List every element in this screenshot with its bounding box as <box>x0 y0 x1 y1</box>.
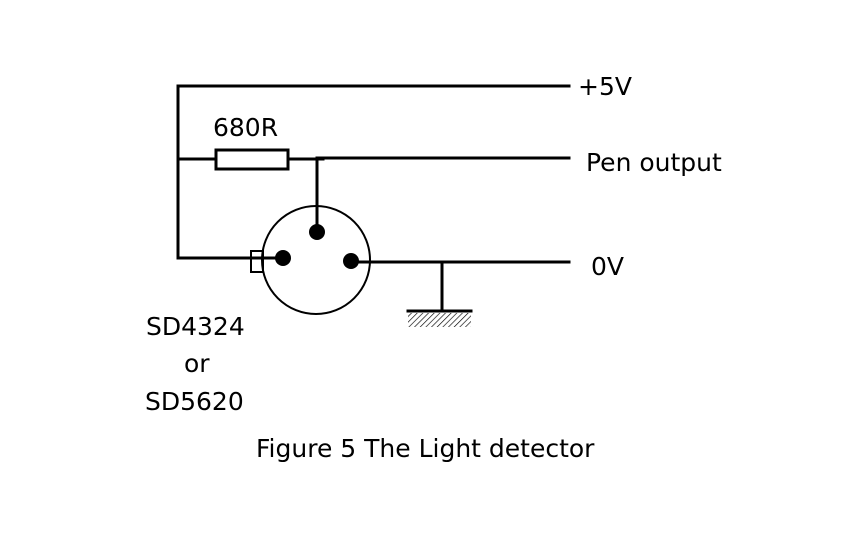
part-number-or: or <box>184 349 210 378</box>
pen-output-label: Pen output <box>586 148 722 177</box>
ground-label: 0V <box>591 252 624 281</box>
pin-top <box>309 224 325 240</box>
part-number-2: SD5620 <box>145 387 244 416</box>
resistor-label: 680R <box>213 113 278 142</box>
pin-left <box>275 250 291 266</box>
supply-rail-wire <box>176 84 571 260</box>
package-tab <box>250 250 264 273</box>
resistor-680r <box>214 148 290 171</box>
part-number-1: SD4324 <box>146 312 245 341</box>
figure-caption: Figure 5 The Light detector <box>256 434 595 463</box>
supply-label: +5V <box>578 72 632 101</box>
ground-icon <box>408 313 471 327</box>
